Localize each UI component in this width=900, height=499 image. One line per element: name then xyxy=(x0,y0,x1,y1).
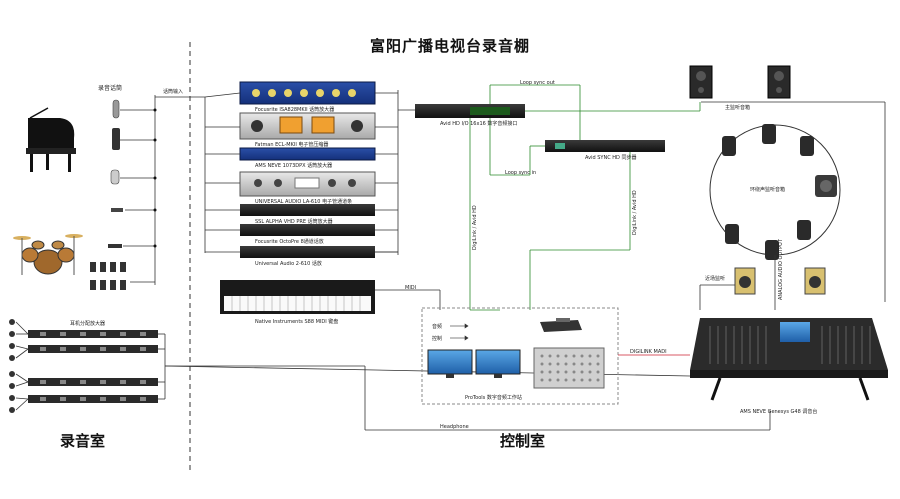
nearfield-label: 近场监听 xyxy=(705,276,726,282)
rack-octopre xyxy=(240,224,375,236)
rack-ssl-alpha xyxy=(240,204,375,216)
keyboard-label: Native Instruments S88 MIDI 键盘 xyxy=(255,319,339,325)
legend-arrows xyxy=(450,323,469,341)
recording-room-label: 录音室 xyxy=(60,432,106,450)
main-monitors xyxy=(689,65,791,99)
rack5-label: SSL ALPHA VHD PRE 话筒放大器 xyxy=(255,219,333,225)
mixing-console-icon xyxy=(690,318,888,401)
surround-label: 环绕声监听音箱 xyxy=(750,187,786,193)
sync-cables xyxy=(469,84,701,311)
midi-keyboard-icon xyxy=(220,280,375,314)
console-label: AMS NEVE Genesys G48 调音台 xyxy=(740,409,818,415)
subwoofer-icon xyxy=(815,175,837,197)
grand-piano-icon xyxy=(26,107,76,172)
rack3-label: AMS NEVE 1073DPX 话筒放大器 xyxy=(255,163,333,169)
workstation-box xyxy=(421,307,619,405)
mac-pro-icon xyxy=(533,347,605,389)
loop-sync-in-label: Loop sync in xyxy=(505,170,537,176)
headphone-cables xyxy=(15,321,771,431)
digilink-b-label: DigiLink / Avid HD xyxy=(632,190,638,235)
headphones-icons xyxy=(9,319,15,413)
monitor-screen-1 xyxy=(427,349,473,378)
monitor-screen-2 xyxy=(475,349,521,378)
workstation-label: ProTools 数字音频工作站 xyxy=(465,395,522,401)
rack2-label: Fatman ECL-MKII 电子管压缩器 xyxy=(255,142,329,148)
digilink-a-label: DigiLink / Avid HD xyxy=(472,205,478,250)
legend-control: 控制 xyxy=(432,336,443,342)
midi-label: MIDI xyxy=(405,285,417,291)
rack-ua-2610 xyxy=(240,246,375,258)
rack-cables xyxy=(204,90,415,255)
surround-speakers xyxy=(722,124,814,260)
patch-left-label: 话筒输入 xyxy=(163,89,184,95)
loop-sync-out-label: Loop sync out xyxy=(520,80,555,86)
microphones xyxy=(90,99,126,290)
control-room-label: 控制室 xyxy=(500,432,546,450)
audio-interface-unit xyxy=(415,104,525,118)
rack7-label: Universal Audio 2-610 话放 xyxy=(255,261,322,267)
interface-label: Avid HD I/O 16x16 数字音频接口 xyxy=(440,121,518,127)
rack1-label: Focusrite ISA828MKII 话筒放大器 xyxy=(255,107,335,113)
rack6-label: Focusrite OctoPre 8通道话放 xyxy=(255,239,324,245)
sync-unit xyxy=(545,140,665,152)
analog-out-label: ANALOG AUDIO OUTPUT xyxy=(778,239,784,300)
headphone-distributors xyxy=(28,330,158,403)
mics-label: 录音话筒 xyxy=(98,85,123,92)
pdu-label: 耳机分配放大器 xyxy=(70,321,106,327)
main-monitors-label: 主监听音箱 xyxy=(725,105,751,111)
legend-audio: 音频 xyxy=(432,324,443,330)
mic-cables xyxy=(120,95,206,285)
rack-ams-neve-1073 xyxy=(239,147,376,161)
pcie-card-icon xyxy=(540,318,582,332)
sync-label: Avid SYNC HD 同步器 xyxy=(585,155,637,161)
madi-label: DIGILINK MADI xyxy=(630,349,667,355)
rack4-label: UNIVERSAL AUDIO LA-610 电子管通道条 xyxy=(255,199,353,205)
headphone-label: Headphone xyxy=(440,424,469,430)
diagram-title: 富阳广播电视台录音棚 xyxy=(369,37,530,55)
drum-kit-icon xyxy=(13,234,83,275)
monitor-cables xyxy=(699,255,776,310)
mic-junctions xyxy=(153,108,157,248)
nearfield-monitors xyxy=(734,267,826,295)
